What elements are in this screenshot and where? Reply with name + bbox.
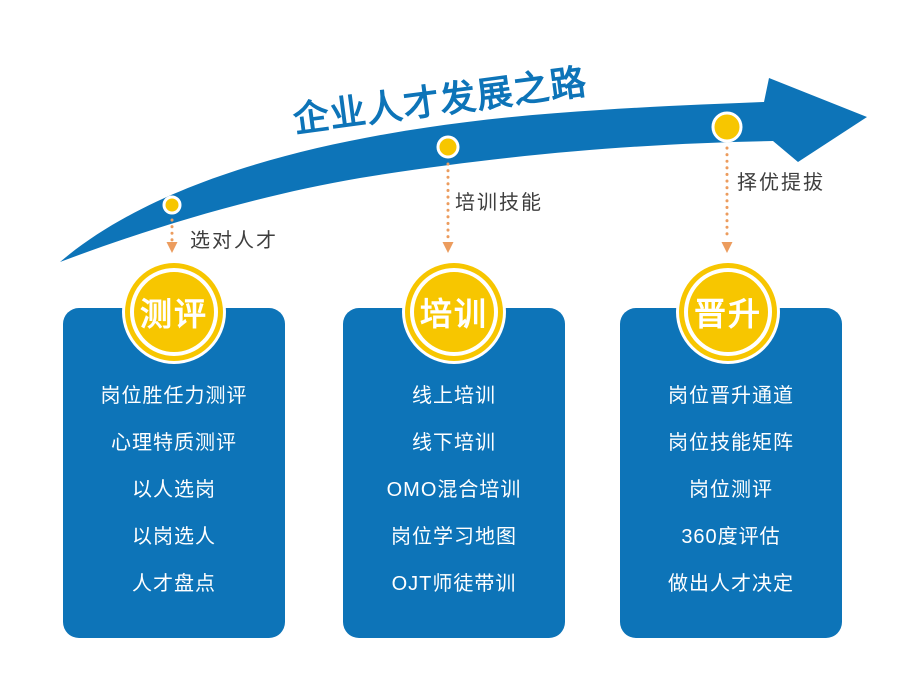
milestone-dot-icon [162,195,182,215]
stage-badge-assessment: 测评 [125,263,223,361]
dotted-connector-icon [166,218,178,253]
stage-card-promotion: 岗位晋升通道 岗位技能矩阵 岗位测评 360度评估 做出人才决定 [620,308,842,638]
stage-annotation-promotion: 择优提拔 [737,172,825,194]
list-item: 岗位学习地图 [391,526,517,548]
list-item: 岗位胜任力测评 [100,385,248,407]
list-item: 360度评估 [681,526,781,548]
dotted-connector-icon [721,146,733,253]
milestone-dot-icon [711,111,743,143]
stage-annotation-assessment: 选对人才 [190,230,278,252]
stage-badge-label: 晋升 [693,296,762,332]
dotted-connector-icon [442,162,454,253]
stage-card-training: 线上培训 线下培训 OMO混合培训 岗位学习地图 OJT师徒带训 [343,308,565,638]
growth-arrow-icon [60,78,867,262]
stage-badge-training: 培训 [405,263,503,361]
list-item: 做出人才决定 [668,573,794,595]
list-item: 心理特质测评 [111,432,237,454]
stage-annotation-training: 培训技能 [455,192,543,214]
list-item: OJT师徒带训 [391,573,517,595]
list-item: 岗位技能矩阵 [668,432,794,454]
stage-badge-promotion: 晋升 [679,263,777,361]
list-item: 岗位测评 [689,479,773,501]
stage-card-assessment: 岗位胜任力测评 心理特质测评 以人选岗 以岗选人 人才盘点 [63,308,285,638]
list-item: 线下培训 [412,432,496,454]
milestone-dot-icon [436,135,460,159]
list-item: 以岗选人 [132,526,216,548]
list-item: 以人选岗 [132,479,216,501]
stage-badge-label: 测评 [139,296,208,332]
list-item: OMO混合培训 [386,479,522,501]
stage-badge-label: 培训 [419,296,488,332]
list-item: 岗位晋升通道 [668,385,794,407]
list-item: 线上培训 [412,385,496,407]
list-item: 人才盘点 [132,573,216,595]
